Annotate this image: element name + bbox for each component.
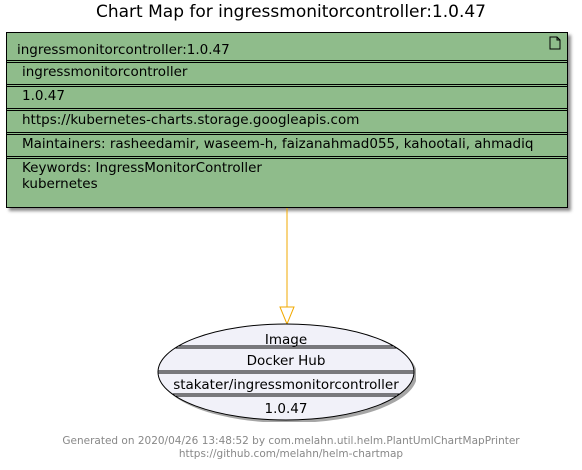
image-tag: 1.0.47 (265, 401, 308, 417)
separator (7, 156, 567, 157)
chart-keywords-line2: kubernetes (22, 176, 98, 192)
footer-generated-line: Generated on 2020/04/26 13:48:52 by com.… (62, 435, 520, 447)
image-registry: Docker Hub (247, 353, 326, 369)
image-repository: stakater/ingressmonitorcontroller (173, 377, 399, 393)
separator (7, 84, 567, 85)
separator (7, 158, 567, 159)
document-icon (549, 36, 561, 50)
image-stereotype: Image (265, 332, 307, 348)
image-node[interactable]: Image Docker Hub stakater/ingressmonitor… (156, 322, 416, 422)
separator (7, 60, 567, 61)
chart-header: ingressmonitorcontroller:1.0.47 (17, 42, 230, 58)
chart-name: ingressmonitorcontroller (22, 64, 188, 80)
chart-node[interactable]: ingressmonitorcontroller:1.0.47 ingressm… (6, 32, 568, 208)
separator (7, 108, 567, 109)
chart-maintainers: Maintainers: rasheedamir, waseem-h, faiz… (22, 136, 534, 152)
separator (7, 62, 567, 63)
separator (7, 86, 567, 87)
separator (7, 134, 567, 135)
chart-version: 1.0.47 (22, 88, 65, 104)
chart-keywords-line1: Keywords: IngressMonitorController (22, 160, 262, 176)
diagram-title: Chart Map for ingressmonitorcontroller:1… (96, 2, 486, 22)
separator (7, 110, 567, 111)
connector-arrowhead (279, 306, 295, 326)
chart-repository: https://kubernetes-charts.storage.google… (22, 112, 360, 128)
separator (7, 132, 567, 133)
footer-link[interactable]: https://github.com/melahn/helm-chartmap (178, 448, 404, 460)
